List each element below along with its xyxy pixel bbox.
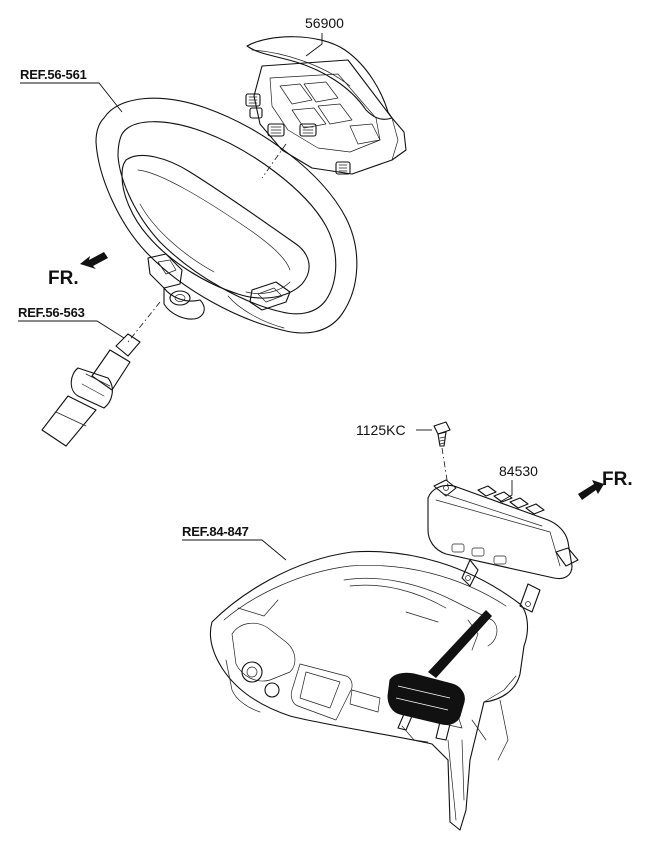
ref-label-steering-column: REF.56-563	[18, 305, 85, 320]
leader-lines	[18, 33, 513, 678]
steering-column	[41, 333, 141, 447]
passenger-airbag-module	[427, 479, 579, 613]
arrow-down-left-icon	[80, 252, 108, 269]
front-direction-right: FR.	[578, 469, 633, 500]
column-axis-line	[127, 301, 161, 343]
arrow-up-right-icon	[578, 480, 604, 500]
front-direction-left: FR.	[48, 252, 108, 289]
part-number-84530: 84530	[499, 463, 538, 479]
front-label-right: FR.	[602, 469, 633, 490]
crash-pad-assembly	[209, 550, 529, 831]
bolt-axis-line	[441, 447, 449, 487]
driver-airbag-module	[245, 36, 407, 175]
bolt-1125kc	[433, 421, 451, 447]
ref-label-steering-wheel: REF.56-561	[20, 67, 87, 82]
part-number-56900: 56900	[305, 15, 344, 31]
ref-label-crash-pad: REF.84-847	[182, 524, 249, 539]
front-label-left: FR.	[48, 268, 79, 289]
steering-wheel	[95, 97, 358, 334]
part-number-1125kc: 1125KC	[356, 422, 406, 438]
